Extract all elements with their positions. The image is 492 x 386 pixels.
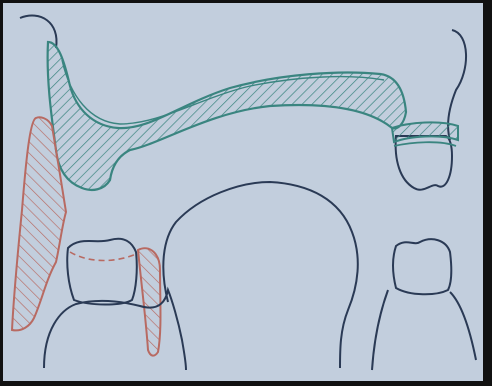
paper-background: [3, 3, 483, 381]
